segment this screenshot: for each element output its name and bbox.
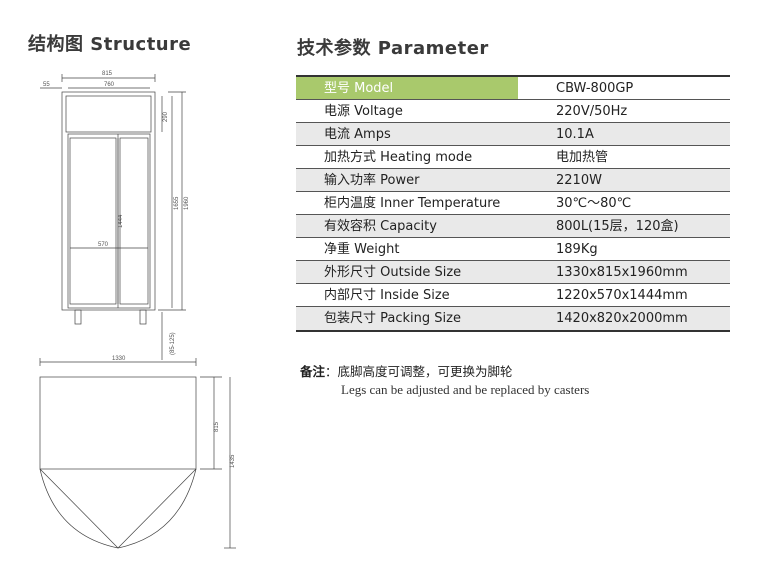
param-label: 型号 Model <box>296 77 518 99</box>
param-label: 加热方式 Heating mode <box>324 150 473 165</box>
param-value: 189Kg <box>556 242 598 257</box>
param-label: 电流 Amps <box>324 127 391 142</box>
param-label: 有效容积 Capacity <box>324 219 437 234</box>
param-label: 输入功率 Power <box>324 173 420 188</box>
param-row-amps: 电流 Amps 10.1A <box>296 123 730 146</box>
dim-front-overall-height: 1960 <box>184 196 190 210</box>
param-row-inside-size: 内部尺寸 Inside Size 1220x570x1444mm <box>296 284 730 307</box>
param-label: 净重 Weight <box>324 242 400 257</box>
param-value: 1420x820x2000mm <box>556 311 688 326</box>
dim-front-leg-height: (85-125) <box>170 332 176 355</box>
param-value: 10.1A <box>556 127 594 142</box>
param-label: 柜内温度 Inner Temperature <box>324 196 501 211</box>
front-view-drawing: 815 760 55 290 1655 1960 (85-125) 1444 5… <box>40 71 190 360</box>
parameter-table: 型号 Model CBW-800GP 电源 Voltage 220V/50Hz … <box>296 75 730 332</box>
param-value: 30℃～80℃ <box>556 196 632 211</box>
param-row-voltage: 电源 Voltage 220V/50Hz <box>296 100 730 123</box>
param-value: 800L(15层，120盒) <box>556 219 679 234</box>
note-text-cn: ：底脚高度可调整，可更换为脚轮 <box>325 364 513 379</box>
dim-front-top-band: 290 <box>163 111 169 122</box>
param-value: 电加热管 <box>556 150 609 165</box>
dim-front-inner-height: 1444 <box>118 214 124 228</box>
param-row-heating-mode: 加热方式 Heating mode 电加热管 <box>296 146 730 169</box>
dim-top-depth: 815 <box>214 421 220 432</box>
param-row-packing-size: 包装尺寸 Packing Size 1420x820x2000mm <box>296 307 730 330</box>
dim-front-door-width: 570 <box>98 242 109 248</box>
dim-front-left-offset: 55 <box>43 82 50 88</box>
dim-top-total-width: 1330 <box>112 356 126 362</box>
dim-front-inner-width: 760 <box>104 82 115 88</box>
param-row-inner-temperature: 柜内温度 Inner Temperature 30℃～80℃ <box>296 192 730 215</box>
param-value: CBW-800GP <box>518 77 730 99</box>
dim-top-door-depth: 1435 <box>230 454 236 468</box>
dim-front-total-width: 815 <box>102 71 113 77</box>
param-value: 2210W <box>556 173 602 188</box>
note-cn: 备注：底脚高度可调整，可更换为脚轮 <box>300 361 513 380</box>
structure-drawing: 815 760 55 290 1655 1960 (85-125) 1444 5… <box>39 71 236 549</box>
note-text-en: Legs can be adjusted and be replaced by … <box>341 382 590 397</box>
param-row-power: 输入功率 Power 2210W <box>296 169 730 192</box>
parameter-heading: 技术参数 Parameter <box>297 38 489 59</box>
note-prefix: 备注 <box>300 364 326 379</box>
param-label: 内部尺寸 Inside Size <box>324 288 450 303</box>
param-label: 包装尺寸 Packing Size <box>324 311 461 326</box>
param-value: 1330x815x1960mm <box>556 265 688 280</box>
top-view-drawing: 1330 815 1435 <box>39 356 236 549</box>
param-row-model: 型号 Model CBW-800GP <box>296 77 730 100</box>
param-row-weight: 净重 Weight 189Kg <box>296 238 730 261</box>
param-value: 1220x570x1444mm <box>556 288 688 303</box>
param-label: 电源 Voltage <box>324 104 403 119</box>
param-value: 220V/50Hz <box>556 104 628 119</box>
param-row-capacity: 有效容积 Capacity 800L(15层，120盒) <box>296 215 730 238</box>
param-label: 外形尺寸 Outside Size <box>324 265 462 280</box>
dim-front-total-height: 1655 <box>174 196 180 210</box>
structure-heading: 结构图 Structure <box>28 34 192 55</box>
param-row-outside-size: 外形尺寸 Outside Size 1330x815x1960mm <box>296 261 730 284</box>
